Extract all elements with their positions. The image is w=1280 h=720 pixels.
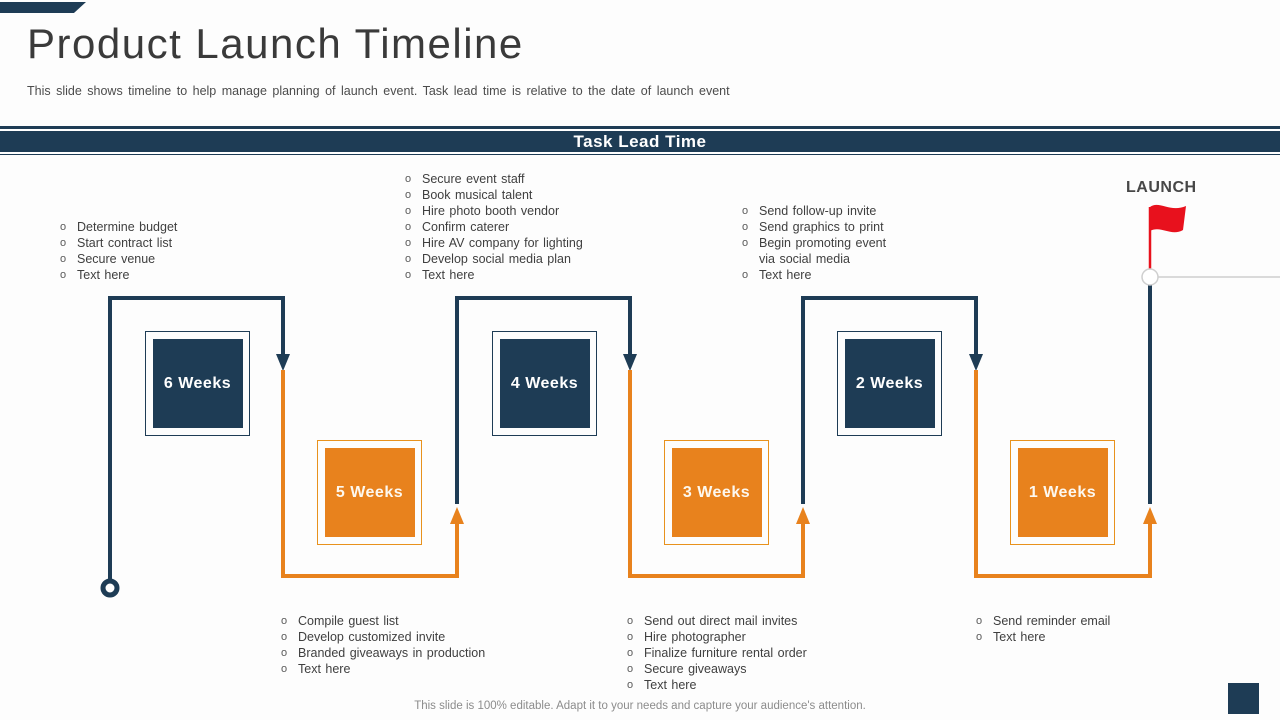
bullet-marker: o xyxy=(627,615,634,627)
bullet-marker: o xyxy=(405,189,412,201)
bullet-marker: o xyxy=(742,269,749,281)
bullet-marker: o xyxy=(976,615,983,627)
bullet-marker: o xyxy=(60,269,67,281)
bullet-marker: o xyxy=(976,631,983,643)
milestone-box-3-weeks: 3 Weeks xyxy=(664,440,769,545)
timeline-path-orange xyxy=(281,370,1152,578)
milestone-label: 5 Weeks xyxy=(324,448,415,537)
bullet-marker: o xyxy=(281,631,288,643)
navy-arrowheads xyxy=(276,354,983,371)
bullet-marker: o xyxy=(742,205,749,217)
bullet-marker: o xyxy=(60,237,67,249)
orange-arrowheads xyxy=(450,507,1157,524)
launch-label: LAUNCH xyxy=(1126,179,1197,196)
bullet-marker: o xyxy=(627,647,634,659)
banner-inner: Task Lead Time xyxy=(0,129,1280,154)
milestone-label: 1 Weeks xyxy=(1017,448,1108,537)
corner-accent-bar xyxy=(0,2,86,13)
flag-icon xyxy=(1150,204,1186,233)
bullet-marker: o xyxy=(60,221,67,233)
bullet-marker: o xyxy=(405,269,412,281)
milestone-label: 6 Weeks xyxy=(152,339,243,428)
bullet-marker: o xyxy=(405,173,412,185)
bullet-marker: o xyxy=(405,205,412,217)
milestone-box-4-weeks: 4 Weeks xyxy=(492,331,597,436)
timeline-start-circle xyxy=(100,578,120,598)
bullet-marker: o xyxy=(405,221,412,233)
milestone-label: 4 Weeks xyxy=(499,339,590,428)
page-subtitle: This slide shows timeline to help manage… xyxy=(27,84,730,98)
page-title: Product Launch Timeline xyxy=(27,20,524,67)
banner-label: Task Lead Time xyxy=(573,131,707,151)
milestone-box-2-weeks: 2 Weeks xyxy=(837,331,942,436)
footer-note: This slide is 100% editable. Adapt it to… xyxy=(414,700,866,712)
bullet-marker: o xyxy=(742,221,749,233)
bullet-marker: o xyxy=(281,615,288,627)
milestone-label: 3 Weeks xyxy=(671,448,762,537)
bullet-marker: o xyxy=(627,679,634,691)
task-lead-time-banner: Task Lead Time xyxy=(0,126,1280,155)
bullet-marker: o xyxy=(405,253,412,265)
milestone-box-5-weeks: 5 Weeks xyxy=(317,440,422,545)
bullet-marker: o xyxy=(405,237,412,249)
bullet-marker: o xyxy=(627,663,634,675)
corner-square-decoration xyxy=(1228,683,1259,714)
timeline-path-navy xyxy=(108,284,1152,588)
bullet-marker: o xyxy=(60,253,67,265)
launch-point-circle xyxy=(1141,268,1159,286)
bullet-marker: o xyxy=(627,631,634,643)
bullet-marker: o xyxy=(742,237,749,249)
bullet-marker: o xyxy=(281,647,288,659)
milestone-box-6-weeks: 6 Weeks xyxy=(145,331,250,436)
milestone-label: 2 Weeks xyxy=(844,339,935,428)
bullet-marker: o xyxy=(281,663,288,675)
milestone-box-1-weeks: 1 Weeks xyxy=(1010,440,1115,545)
